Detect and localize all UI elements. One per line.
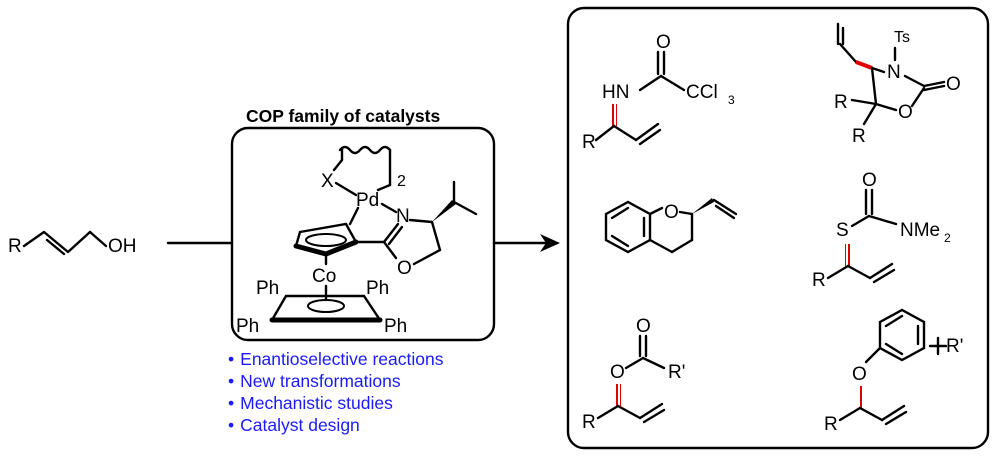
svg-text:Ph: Ph bbox=[236, 316, 259, 337]
svg-text:CCl: CCl bbox=[686, 82, 718, 103]
svg-text:O: O bbox=[610, 362, 625, 383]
svg-text:2: 2 bbox=[944, 231, 951, 245]
product-trichloroacetamide: O HN CCl 3 R bbox=[582, 32, 735, 153]
svg-text:O: O bbox=[664, 202, 679, 223]
svg-text:R: R bbox=[824, 414, 838, 435]
svg-text:R': R' bbox=[668, 362, 685, 383]
co-label: Co bbox=[312, 266, 336, 287]
product-ester: O O R' R bbox=[582, 316, 685, 433]
catalyst-title: COP family of catalysts bbox=[246, 106, 441, 126]
svg-text:O: O bbox=[862, 170, 877, 191]
svg-text:NMe: NMe bbox=[900, 220, 940, 241]
svg-text:R: R bbox=[582, 412, 596, 433]
svg-text:R: R bbox=[852, 126, 866, 147]
bullet-item: •Catalyst design bbox=[228, 415, 360, 435]
product-chromane: O bbox=[604, 198, 738, 254]
n-label: N bbox=[396, 206, 410, 227]
svg-text:O: O bbox=[852, 364, 867, 385]
svg-text:3: 3 bbox=[728, 93, 735, 107]
svg-text:2: 2 bbox=[397, 173, 406, 190]
svg-text:R': R' bbox=[946, 336, 963, 357]
products-box bbox=[566, 6, 990, 450]
product-aryl-ether: R' O R bbox=[824, 308, 963, 435]
product-oxazolidinone: Ts N O O R R bbox=[834, 22, 961, 147]
svg-text:O: O bbox=[636, 316, 651, 337]
bullet-item: •Mechanistic studies bbox=[228, 393, 393, 413]
svg-text:Ph: Ph bbox=[366, 278, 389, 299]
svg-text:O: O bbox=[898, 102, 913, 123]
x-label: X bbox=[321, 171, 334, 192]
bullet-item: •Enantioselective reactions bbox=[228, 349, 444, 369]
bullet-list: •Enantioselective reactions •New transfo… bbox=[228, 348, 443, 436]
arrow-head bbox=[540, 234, 560, 252]
svg-text:Ph: Ph bbox=[256, 278, 279, 299]
svg-text:O: O bbox=[946, 74, 961, 95]
svg-text:Ph: Ph bbox=[384, 316, 407, 337]
svg-text:HN: HN bbox=[602, 82, 629, 103]
svg-text:R: R bbox=[834, 92, 848, 113]
allylic-alcohol: R OH bbox=[8, 230, 137, 257]
product-thiocarbamate: O S NMe 2 R bbox=[812, 170, 951, 291]
pd-label: Pd bbox=[356, 190, 379, 211]
cop-catalyst-structure: 2 X Pd N O Co Ph bbox=[236, 145, 478, 337]
r-label: R bbox=[8, 236, 22, 257]
svg-text:R: R bbox=[582, 132, 596, 153]
oh-label: OH bbox=[108, 236, 137, 257]
o-ring-label: O bbox=[397, 258, 412, 279]
svg-text:S: S bbox=[836, 220, 849, 241]
svg-text:Ts: Ts bbox=[894, 29, 910, 46]
svg-text:R: R bbox=[812, 270, 826, 291]
svg-text:O: O bbox=[656, 32, 671, 53]
catalyst-box bbox=[230, 126, 496, 342]
bullet-item: •New transformations bbox=[228, 371, 401, 391]
svg-text:N: N bbox=[887, 62, 901, 83]
